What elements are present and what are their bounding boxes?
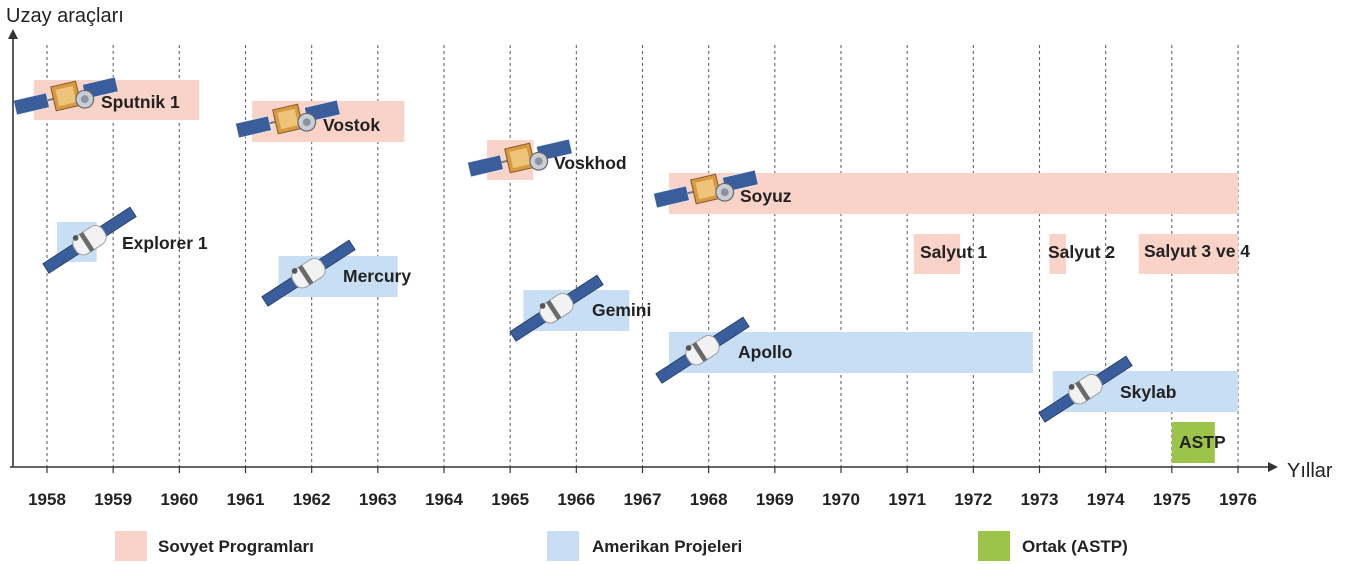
bar-astp bbox=[1171, 422, 1215, 463]
tick-label-1969: 1969 bbox=[756, 490, 794, 509]
program-mercury: Mercury bbox=[257, 236, 411, 311]
y-axis-title: Uzay araçları bbox=[6, 5, 124, 27]
tick-label-1967: 1967 bbox=[624, 490, 662, 509]
label-salyut-1: Salyut 1 bbox=[920, 242, 987, 262]
tick-label-1973: 1973 bbox=[1021, 490, 1059, 509]
tick-label-1966: 1966 bbox=[557, 490, 595, 509]
legend-item-american: Amerikan Projeleri bbox=[547, 531, 742, 561]
program-sputnik-1: Sputnik 1 bbox=[12, 71, 200, 123]
program-gemini: Gemini bbox=[505, 271, 651, 346]
legend-label-joint: Ortak (ASTP) bbox=[1022, 537, 1128, 556]
axes: Uzay araçları Yıllar bbox=[6, 5, 1333, 482]
tick-label-1968: 1968 bbox=[690, 490, 728, 509]
program-soyuz: Soyuz bbox=[652, 164, 1238, 216]
x-axis-ticks: 1958 1959 1960 1961 1962 1963 1964 1965 1966 1967… bbox=[28, 467, 1257, 509]
bar-salyut-1 bbox=[913, 234, 961, 274]
tick-label-1971: 1971 bbox=[888, 490, 926, 509]
tick-label-1960: 1960 bbox=[160, 490, 198, 509]
bar-salyut-3-ve-4 bbox=[1138, 234, 1238, 274]
legend-swatch-joint bbox=[978, 531, 1010, 561]
tick-label-1959: 1959 bbox=[94, 490, 132, 509]
legend: Sovyet Programları Amerikan Projeleri Orta… bbox=[115, 531, 1128, 561]
program-voskhod: Voskhod bbox=[466, 133, 627, 185]
label-gemini: Gemini bbox=[592, 300, 651, 320]
label-astp: ASTP bbox=[1179, 432, 1226, 452]
bar-salyut-2 bbox=[1049, 234, 1066, 274]
program-vostok: Vostok bbox=[234, 94, 405, 146]
label-mercury: Mercury bbox=[343, 266, 411, 286]
program-salyut-1: Salyut 1 bbox=[913, 234, 987, 274]
label-salyut-2: Salyut 2 bbox=[1048, 242, 1115, 262]
program-astp: ASTP bbox=[1171, 422, 1226, 463]
legend-label-american: Amerikan Projeleri bbox=[592, 537, 742, 556]
program-explorer-1: Explorer 1 bbox=[38, 203, 208, 278]
legend-swatch-american bbox=[547, 531, 579, 561]
x-axis-title: Yıllar bbox=[1287, 460, 1333, 482]
label-skylab: Skylab bbox=[1120, 382, 1176, 402]
label-apollo: Apollo bbox=[738, 342, 792, 362]
tick-label-1965: 1965 bbox=[491, 490, 529, 509]
program-apollo: Apollo bbox=[651, 313, 1033, 388]
tick-label-1976: 1976 bbox=[1219, 490, 1257, 509]
legend-label-soviet: Sovyet Programları bbox=[158, 537, 314, 556]
legend-swatch-soviet bbox=[115, 531, 147, 561]
label-vostok: Vostok bbox=[323, 115, 380, 135]
legend-item-soviet: Sovyet Programları bbox=[115, 531, 314, 561]
label-explorer-1: Explorer 1 bbox=[122, 233, 208, 253]
bar-soyuz bbox=[668, 173, 1238, 214]
label-salyut-3-ve-4: Salyut 3 ve 4 bbox=[1144, 241, 1250, 261]
label-soyuz: Soyuz bbox=[740, 186, 792, 206]
label-sputnik-1: Sputnik 1 bbox=[101, 92, 180, 112]
tick-label-1970: 1970 bbox=[822, 490, 860, 509]
legend-item-joint: Ortak (ASTP) bbox=[978, 531, 1128, 561]
tick-label-1974: 1974 bbox=[1087, 490, 1125, 509]
tick-label-1963: 1963 bbox=[359, 490, 397, 509]
tick-label-1964: 1964 bbox=[425, 490, 463, 509]
label-voskhod: Voskhod bbox=[554, 153, 627, 173]
program-salyut-2: Salyut 2 bbox=[1048, 234, 1115, 274]
tick-label-1972: 1972 bbox=[954, 490, 992, 509]
program-salyut-3-ve-4: Salyut 3 ve 4 bbox=[1138, 234, 1250, 274]
tick-label-1961: 1961 bbox=[227, 490, 265, 509]
tick-label-1975: 1975 bbox=[1153, 490, 1191, 509]
tick-label-1962: 1962 bbox=[293, 490, 331, 509]
program-skylab: Skylab bbox=[1034, 352, 1238, 427]
tick-label-1958: 1958 bbox=[28, 490, 66, 509]
